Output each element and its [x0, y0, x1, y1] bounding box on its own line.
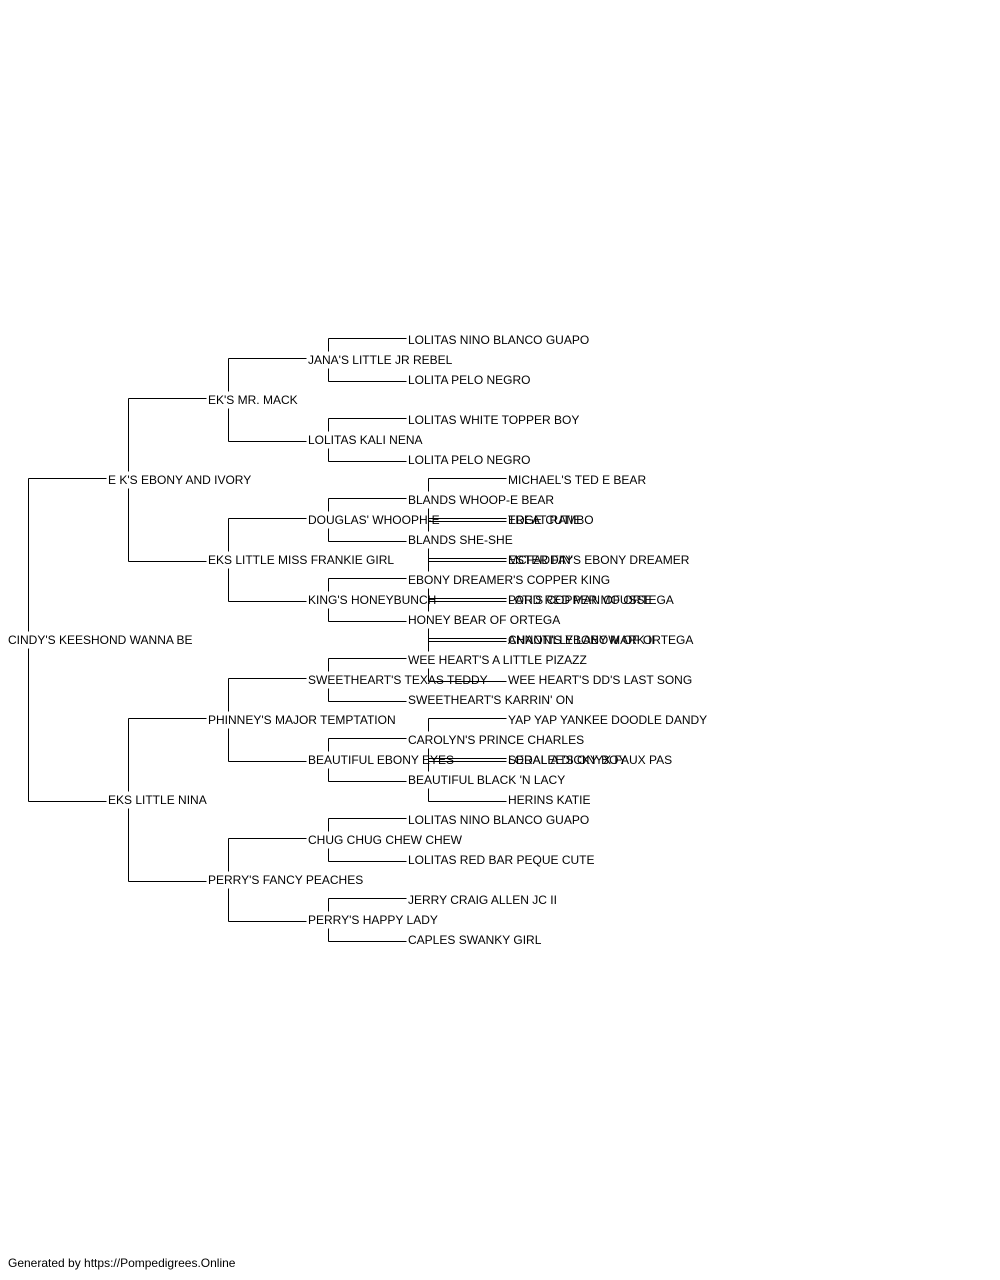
- dog-name-lord-red-man-of-ortega: LORD RED MAN OF ORTEGA: [508, 593, 674, 607]
- dog-name-yap-yap-yankee-doodle-dandy: YAP YAP YANKEE DOODLE DANDY: [508, 713, 707, 727]
- dog-name-perry-s-fancy-peaches: PERRY'S FANCY PEACHES: [208, 873, 363, 887]
- dog-name-ek-s-mr-mack: EK'S MR. MACK: [208, 393, 298, 407]
- dog-name-sedalia-dicky-boy: SEDALIA DICKY BOY: [508, 753, 627, 767]
- dog-name-king-s-honeybunch: KING'S HONEYBUNCH: [308, 593, 436, 607]
- generated-by-footer: Generated by https://Pompedigrees.Online: [8, 1256, 236, 1270]
- dog-name-mcfaddin-s-ebony-dreamer: MCFADDIN'S EBONY DREAMER: [508, 553, 690, 567]
- dog-name-ebony-dreamer-s-copper-king: EBONY DREAMER'S COPPER KING: [408, 573, 610, 587]
- dog-name-lolitas-nino-blanco-guapo: LOLITAS NINO BLANCO GUAPO: [408, 813, 589, 827]
- dog-name-herins-katie: HERINS KATIE: [508, 793, 590, 807]
- dog-name-perry-s-happy-lady: PERRY'S HAPPY LADY: [308, 913, 438, 927]
- dog-name-caples-swanky-girl: CAPLES SWANKY GIRL: [408, 933, 542, 947]
- dog-name-pati-s-copper-mousse: PATI'S COPPER MOUSSE: [508, 593, 653, 607]
- dog-name-wee-heart-s-a-little-pizazz: WEE HEART'S A LITTLE PIZAZZ: [408, 653, 587, 667]
- dog-name-sweetheart-s-texas-teddy: SWEETHEART'S TEXAS TEDDY: [308, 673, 488, 687]
- dog-name-lolitas-nino-blanco-guapo: LOLITAS NINO BLANCO GUAPO: [408, 333, 589, 347]
- dog-name-ester-fay: ESTER FAY: [508, 553, 573, 567]
- dog-name-douglas-whooph-e: DOUGLAS' WHOOPH-E: [308, 513, 440, 527]
- dog-name-jana-s-little-jr-rebel: JANA'S LITTLE JR REBEL: [308, 353, 453, 367]
- dog-name-phinney-s-major-temptation: PHINNEY'S MAJOR TEMPTATION: [208, 713, 396, 727]
- dog-name-edge-cutie: EDGE CUTIE: [508, 513, 581, 527]
- dog-name-treat-rambo: TREAT RAMBO: [508, 513, 594, 527]
- dog-name-lolita-pelo-negro: LOLITA PELO NEGRO: [408, 373, 530, 387]
- dog-name-chug-chug-chew-chew: CHUG CHUG CHEW CHEW: [308, 833, 463, 847]
- dog-name-blands-she-she: BLANDS SHE-SHE: [408, 533, 513, 547]
- dog-name-eks-little-nina: EKS LITTLE NINA: [108, 793, 207, 807]
- dog-name-e-k-s-ebony-and-ivory: E K'S EBONY AND IVORY: [108, 473, 251, 487]
- dog-name-blands-whoop-e-bear: BLANDS WHOOP-E BEAR: [408, 493, 554, 507]
- dog-name-carolyn-s-prince-charles: CAROLYN'S PRINCE CHARLES: [408, 733, 584, 747]
- dog-name-annon-s-ebony-mark-ii: ANNON'S EBONY MARK II: [508, 633, 655, 647]
- dog-name-lolitas-white-topper-boy: LOLITAS WHITE TOPPER BOY: [408, 413, 579, 427]
- dog-name-cindy-s-keeshond-wanna-be: CINDY'S KEESHOND WANNA BE: [8, 633, 193, 647]
- dog-name-beautiful-ebony-eyes: BEAUTIFUL EBONY EYES: [308, 753, 454, 767]
- dog-name-lolitas-kali-nena: LOLITAS KALI NENA: [308, 433, 423, 447]
- dog-name-lolitas-red-bar-peque-cute: LOLITAS RED BAR PEQUE CUTE: [408, 853, 595, 867]
- dog-name-chantilly-labow-of-ortega: CHANTILLY LABOW OF ORTEGA: [508, 633, 693, 647]
- dog-name-michael-s-ted-e-bear: MICHAEL'S TED E BEAR: [508, 473, 646, 487]
- dog-name-loralee-s-onyx-faux-pas: LORALEE'S ONYX FAUX PAS: [508, 753, 672, 767]
- dog-name-lolita-pelo-negro: LOLITA PELO NEGRO: [408, 453, 530, 467]
- dog-name-jerry-craig-allen-jc-ii: JERRY CRAIG ALLEN JC II: [408, 893, 557, 907]
- dog-name-wee-heart-s-dd-s-last-song: WEE HEART'S DD'S LAST SONG: [508, 673, 692, 687]
- dog-name-eks-little-miss-frankie-girl: EKS LITTLE MISS FRANKIE GIRL: [208, 553, 394, 567]
- dog-name-sweetheart-s-karrin-on: SWEETHEART'S KARRIN' ON: [408, 693, 574, 707]
- dog-name-beautiful-black-n-lacy: BEAUTIFUL BLACK 'N LACY: [408, 773, 565, 787]
- dog-name-honey-bear-of-ortega: HONEY BEAR OF ORTEGA: [408, 613, 560, 627]
